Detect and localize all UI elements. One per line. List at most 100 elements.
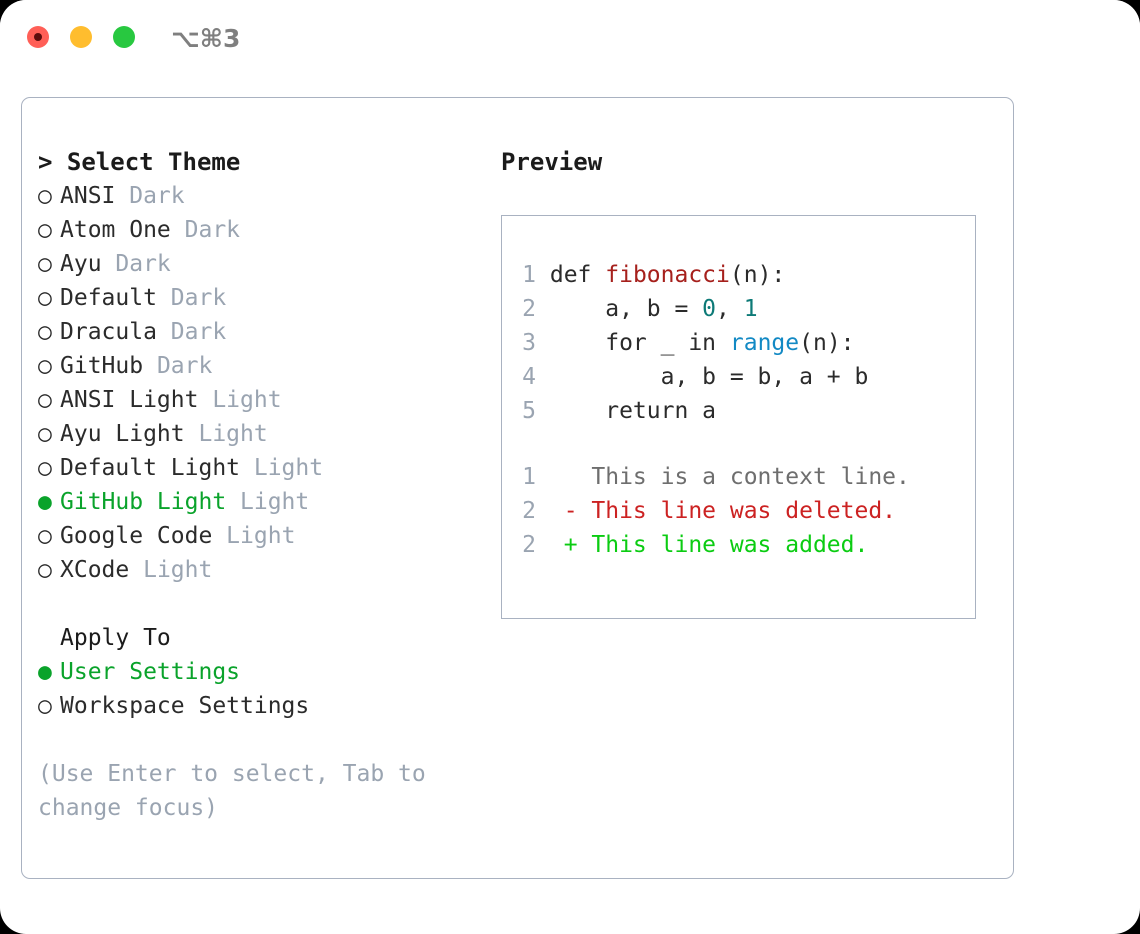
theme-option-atom-one[interactable]: ○ Atom One Dark: [38, 213, 488, 247]
theme-option-variant: Light: [129, 557, 213, 583]
radio-unselected-icon: ○: [38, 455, 66, 481]
theme-option-dracula[interactable]: ○ Dracula Dark: [38, 315, 488, 349]
theme-option-variant: Light: [240, 455, 324, 481]
diff-sample: 1 This is a context line.2 - This line w…: [514, 460, 971, 562]
theme-option-label: Default Light: [60, 455, 241, 481]
code-line: 2 a, b = 0, 1: [514, 292, 971, 326]
radio-unselected-icon: ○: [38, 387, 66, 413]
theme-option-variant: Dark: [170, 217, 241, 243]
diff-line-text: - This line was deleted.: [536, 498, 897, 524]
theme-option-label: Ayu: [60, 251, 102, 277]
radio-unselected-icon: ○: [38, 251, 66, 277]
theme-option-variant: Dark: [115, 183, 185, 209]
theme-option-github[interactable]: ○ GitHub Dark: [38, 349, 488, 383]
theme-option-label: Ayu Light: [60, 421, 185, 447]
theme-option-label: ANSI Light: [60, 387, 199, 413]
maximize-button[interactable]: [113, 26, 135, 48]
theme-option-label: Atom One: [60, 217, 171, 243]
header-label: Select Theme: [66, 148, 241, 176]
preview-header: Preview: [501, 148, 603, 176]
radio-unselected-icon: ○: [38, 693, 66, 719]
radio-unselected-icon: ○: [38, 183, 66, 209]
code-line-number: 4: [522, 364, 536, 390]
code-line-number: 2: [522, 296, 536, 322]
code-line: 4 a, b = b, a + b: [514, 360, 971, 394]
theme-option-variant: Light: [184, 421, 268, 447]
code-line: 3 for _ in range(n):: [514, 326, 971, 360]
theme-option-default[interactable]: ○ Default Dark: [38, 281, 488, 315]
traffic-lights: [27, 26, 135, 48]
code-token-num: 0: [702, 296, 717, 322]
code-token-plain: (n):: [799, 330, 855, 356]
apply-option-workspace-settings[interactable]: ○ Workspace Settings: [38, 689, 488, 723]
theme-option-ansi-light[interactable]: ○ ANSI Light Light: [38, 383, 488, 417]
theme-option-ayu-light[interactable]: ○ Ayu Light Light: [38, 417, 488, 451]
diff-line-ctx: 1 This is a context line.: [514, 460, 971, 494]
panel-columns: > Select Theme ○ ANSI Dark○ Atom One Dar…: [22, 98, 1013, 878]
radio-unselected-icon: ○: [38, 319, 66, 345]
theme-option-github-light[interactable]: ● GitHub Light Light: [38, 485, 488, 519]
radio-selected-icon: ●: [38, 489, 66, 515]
theme-option-label: GitHub: [60, 353, 144, 379]
theme-option-default-light[interactable]: ○ Default Light Light: [38, 451, 488, 485]
code-token-fn: fibonacci: [605, 262, 730, 288]
theme-option-label: Dracula: [60, 319, 157, 345]
code-token-num: 1: [743, 296, 758, 322]
apply-to-section: Apply To ● User Settings○ Workspace Sett…: [38, 621, 488, 723]
theme-selector-column: > Select Theme ○ ANSI Dark○ Atom One Dar…: [38, 145, 488, 825]
diff-line-number: 1: [522, 464, 536, 490]
radio-unselected-icon: ○: [38, 285, 66, 311]
diff-line-number: 2: [522, 498, 536, 524]
apply-option-user-settings[interactable]: ● User Settings: [38, 655, 488, 689]
diff-line-add: 2 + This line was added.: [514, 528, 971, 562]
theme-option-xcode[interactable]: ○ XCode Light: [38, 553, 488, 587]
title-bar: ⌥⌘3: [0, 0, 1140, 76]
code-token-builtin: range: [729, 330, 800, 356]
code-line: 5 return a: [514, 394, 971, 428]
code-token-plain: (n):: [729, 262, 786, 288]
theme-list: ○ ANSI Dark○ Atom One Dark○ Ayu Dark○ De…: [38, 179, 488, 587]
code-token-plain: def: [536, 262, 606, 288]
apply-option-label: Workspace Settings: [60, 693, 310, 719]
theme-option-label: Default: [60, 285, 157, 311]
code-token-plain: a, b =: [536, 296, 703, 322]
theme-option-label: ANSI: [60, 183, 116, 209]
radio-unselected-icon: ○: [38, 557, 66, 583]
theme-option-variant: Dark: [143, 353, 213, 379]
code-line-number: 3: [522, 330, 536, 356]
code-token-plain: a, b = b, a + b: [536, 364, 869, 390]
radio-selected-icon: ●: [38, 659, 66, 685]
theme-option-ayu[interactable]: ○ Ayu Dark: [38, 247, 488, 281]
code-line-number: 1: [522, 262, 536, 288]
theme-option-ansi[interactable]: ○ ANSI Dark: [38, 179, 488, 213]
preview-column: Preview 1 def fibonacci(n):2 a, b = 0, 1…: [501, 145, 1001, 619]
diff-line-text: This is a context line.: [536, 464, 910, 490]
code-token-plain: ,: [716, 296, 744, 322]
window-shortcut-label: ⌥⌘3: [171, 24, 241, 53]
diff-line-del: 2 - This line was deleted.: [514, 494, 971, 528]
apply-to-list: ● User Settings○ Workspace Settings: [38, 655, 488, 723]
header-caret: >: [38, 148, 67, 176]
code-token-plain: return a: [536, 398, 717, 424]
radio-unselected-icon: ○: [38, 353, 66, 379]
theme-option-label: XCode: [60, 557, 130, 583]
theme-option-label: Google Code: [60, 523, 213, 549]
keyboard-hint-text: (Use Enter to select, Tab to change focu…: [38, 761, 440, 821]
minimize-button[interactable]: [70, 26, 92, 48]
theme-option-variant: Light: [212, 523, 296, 549]
diff-line-text: + This line was added.: [536, 532, 869, 558]
code-line-number: 5: [522, 398, 536, 424]
theme-option-variant: Light: [198, 387, 282, 413]
theme-option-google-code[interactable]: ○ Google Code Light: [38, 519, 488, 553]
theme-option-label: GitHub Light: [60, 489, 227, 515]
theme-option-variant: Light: [226, 489, 310, 515]
code-line: 1 def fibonacci(n):: [514, 258, 971, 292]
select-theme-header: > Select Theme: [38, 145, 488, 179]
radio-unselected-icon: ○: [38, 523, 66, 549]
theme-option-variant: Dark: [156, 285, 227, 311]
radio-unselected-icon: ○: [38, 217, 66, 243]
close-button[interactable]: [27, 26, 49, 48]
